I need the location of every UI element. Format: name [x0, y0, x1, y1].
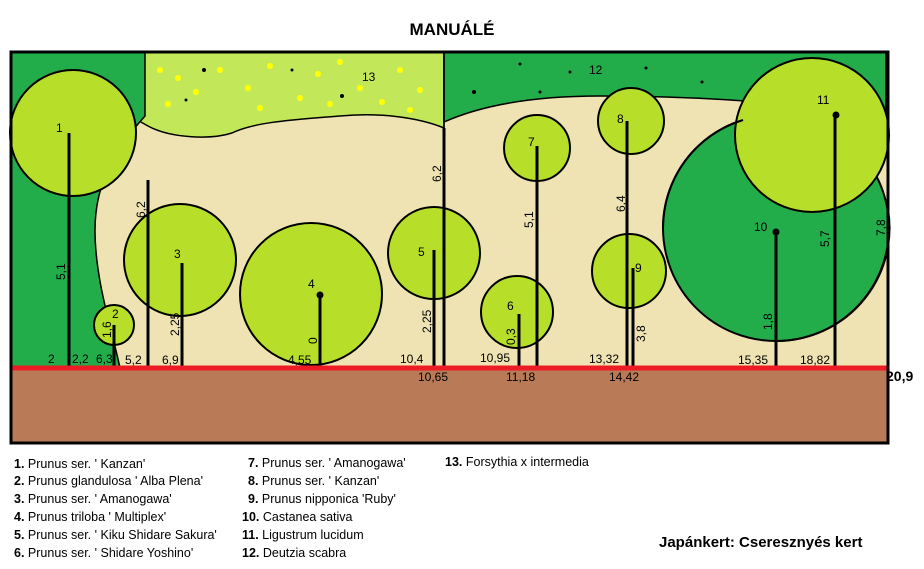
tree-number-labels: 1 2 3 4 5 6 7 8 9 10 11 12 13 [56, 63, 830, 321]
position-8: 14,42 [609, 370, 639, 384]
distance-3: 2,25 [168, 312, 182, 336]
bed-dots [184, 62, 704, 102]
forsythia-dots [157, 59, 423, 113]
tree-6-label: 6 [507, 299, 514, 313]
position-1: 2,2 [72, 352, 89, 366]
distance-8: 6,4 [614, 195, 628, 212]
legend-item: 10. Castanea sativa [242, 510, 353, 524]
position-5-2: 5,2 [125, 353, 142, 367]
garden-name: Japánkert: Cseresznyés kert [659, 534, 863, 551]
tree-10-label: 10 [754, 220, 768, 234]
plan-title: MANUÁLÉ [409, 20, 495, 39]
legend-item: 13. Forsythia x intermedia [445, 455, 589, 469]
tree-3-label: 3 [174, 247, 181, 261]
position-13-32: 13,32 [589, 352, 619, 366]
bed-13-label: 13 [362, 70, 376, 84]
distance-3-left: 6,2 [134, 201, 148, 218]
distance-6: 0,3 [504, 328, 518, 345]
legend-item: 7. Prunus ser. ' Amanogawa' [248, 456, 406, 470]
distance-1: 5,1 [54, 263, 68, 280]
tree-11-canopy [734, 57, 890, 213]
tree-11-label: 11 [817, 93, 830, 107]
legend-item: 8. Prunus ser. ' Kanzan' [248, 474, 380, 488]
legend-item: 2. Prunus glandulosa ' Alba Plena' [14, 474, 203, 488]
tree-2-label: 2 [112, 307, 119, 321]
tree-9-label: 9 [635, 261, 642, 275]
tree-6-canopy [480, 275, 554, 349]
distance-2: 1,6 [100, 321, 114, 338]
distance-4: 0 [306, 337, 320, 344]
trunk-lines [67, 115, 837, 368]
tree-5-label: 5 [418, 245, 425, 259]
tree-4-label: 4 [308, 277, 315, 291]
legend-item: 4. Prunus triloba ' Multiplex' [14, 510, 167, 524]
tree-4-canopy [239, 222, 383, 366]
legend-item: 11. Ligustrum lucidum [242, 528, 364, 542]
distance-10: 1,8 [761, 313, 775, 330]
distance-9: 3,8 [634, 325, 648, 342]
distance-labels: 5,1 1,6 6,2 2,25 0 2,25 6,2 0,3 5,1 6,4 … [54, 165, 888, 345]
position-labels: 2 2,2 6,3 5,2 6,9 4,55 10,4 10,65 10,95 … [48, 351, 830, 384]
tree-7-label: 7 [528, 135, 535, 149]
legend-item: 3. Prunus ser. ' Amanogawa' [14, 492, 172, 506]
position-2: 6,3 [96, 352, 113, 366]
distance-5-top: 6,2 [430, 165, 444, 182]
position-5: 10,65 [418, 370, 448, 384]
position-3: 6,9 [162, 353, 179, 367]
legend-item: 5. Prunus ser. ' Kiku Shidare Sakura' [14, 528, 217, 542]
tree-8-label: 8 [617, 112, 624, 126]
tree-8-canopy [597, 87, 665, 155]
position-10-4: 10,4 [400, 352, 424, 366]
tree-10-outline [662, 119, 744, 229]
distance-11: 5,7 [818, 230, 832, 247]
tree-9-canopy [591, 233, 667, 309]
distance-right: 7,8 [874, 219, 888, 236]
legend-item: 6. Prunus ser. ' Shidare Yoshino' [14, 546, 194, 560]
distance-7: 5,1 [522, 211, 536, 228]
trunk-points [316, 111, 840, 299]
plan-frame [9, 50, 890, 445]
soil-band [11, 368, 888, 443]
position-6: 10,95 [480, 351, 510, 365]
position-start: 2 [48, 352, 55, 366]
position-end: 20,9 [886, 368, 913, 384]
bed-12-label: 12 [589, 63, 603, 77]
legend-item: 1. Prunus ser. ' Kanzan' [14, 457, 146, 471]
position-7: 11,18 [506, 370, 535, 384]
position-11: 18,82 [800, 353, 830, 367]
position-4: 4,55 [288, 353, 312, 367]
position-10: 15,35 [738, 353, 768, 367]
tree-1-label: 1 [56, 121, 63, 135]
tree-3-canopy [123, 203, 237, 317]
legend-item: 12. Deutzia scabra [242, 546, 347, 560]
tree-canopies [9, 57, 890, 366]
distance-5: 2,25 [420, 309, 434, 333]
legend-item: 9. Prunus nipponica 'Ruby' [248, 492, 396, 506]
tree-1-canopy [9, 69, 137, 197]
